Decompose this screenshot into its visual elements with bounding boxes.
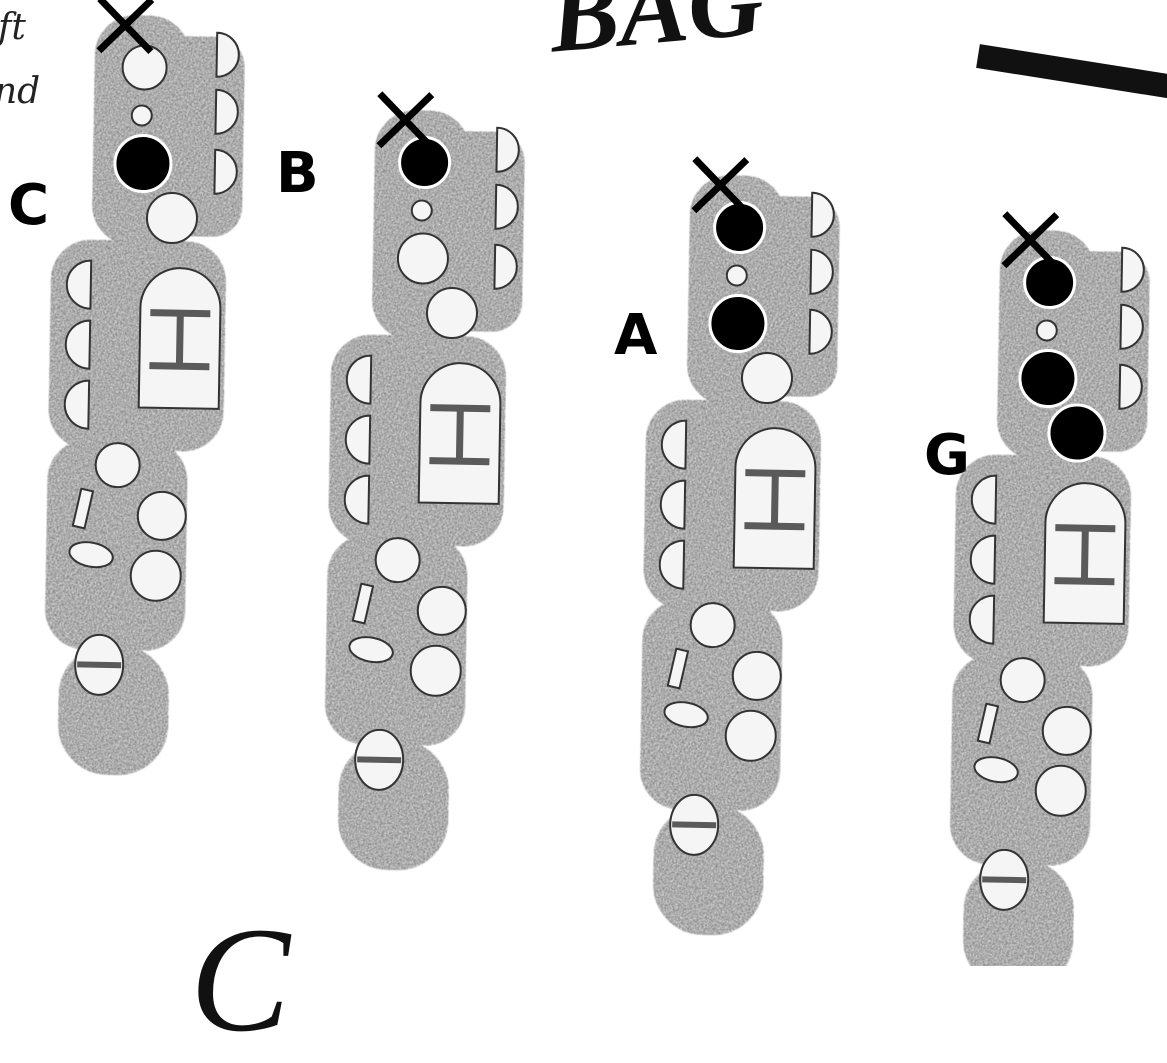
half-disk-key xyxy=(213,148,238,195)
arch-mullion xyxy=(1080,528,1089,579)
arch-mullion xyxy=(175,313,184,364)
ellipse-key xyxy=(973,756,1019,784)
half-disk-key xyxy=(1120,246,1145,293)
slot-key xyxy=(351,582,375,625)
note-label-b: B xyxy=(276,141,319,206)
note-label-a: A xyxy=(614,303,658,368)
half-disk-key xyxy=(1118,363,1143,410)
instrument-c xyxy=(45,0,245,776)
x-cross-icon xyxy=(376,91,435,150)
open-circle-icon xyxy=(130,104,153,127)
cross-stroke xyxy=(691,157,750,214)
x-cross-icon xyxy=(1001,211,1060,270)
lower-key xyxy=(94,442,141,489)
arch-mullion xyxy=(455,408,464,459)
lower-key xyxy=(1041,705,1092,756)
bottom-key-bar xyxy=(672,821,717,829)
cross-stroke xyxy=(1001,212,1060,269)
open-circle-icon xyxy=(1035,319,1058,342)
x-cross-icon xyxy=(691,156,750,215)
filled-circle-icon xyxy=(1047,403,1107,463)
arch-transom xyxy=(430,404,491,413)
lower-key xyxy=(1034,764,1087,817)
arch-sill xyxy=(744,522,805,531)
ellipse-key xyxy=(348,636,394,664)
instrument-g xyxy=(950,211,1150,966)
lower-key xyxy=(129,549,182,602)
half-disk-key xyxy=(808,308,833,355)
text-fragment-ft: ft xyxy=(0,7,26,48)
lower-key xyxy=(724,709,777,762)
lower-key xyxy=(409,644,462,697)
open-circle-icon xyxy=(725,264,748,287)
ellipse-key xyxy=(663,701,709,729)
arch-transom xyxy=(745,469,806,478)
left-half-key xyxy=(658,539,686,590)
arch-transom xyxy=(150,309,211,318)
open-circle-icon xyxy=(740,352,793,405)
open-circle-icon xyxy=(425,287,478,340)
lower-key xyxy=(689,602,736,649)
arch-sill xyxy=(149,362,210,371)
text-fragment-nd: nd xyxy=(0,71,41,112)
lower-key xyxy=(731,650,782,701)
note-label-c: C xyxy=(8,173,50,238)
ellipse-key xyxy=(68,541,114,569)
half-disk-key xyxy=(493,243,518,290)
bottom-key-bar xyxy=(982,876,1027,884)
open-circle-icon xyxy=(121,44,168,91)
fingering-diagram xyxy=(45,0,1150,966)
left-half-key xyxy=(969,534,997,585)
left-half-key xyxy=(660,419,688,470)
half-disk-key xyxy=(1119,303,1144,350)
arch-transom xyxy=(1055,524,1116,533)
left-half-key xyxy=(345,354,373,405)
slot-key xyxy=(666,647,690,690)
left-half-key xyxy=(344,414,372,465)
lower-key xyxy=(999,657,1046,704)
instrument-a xyxy=(640,156,840,936)
half-disk-key xyxy=(214,88,239,135)
left-half-key xyxy=(63,379,91,430)
half-disk-key xyxy=(810,191,835,238)
half-disk-key xyxy=(809,248,834,295)
cross-stroke xyxy=(96,0,155,54)
left-half-key xyxy=(64,319,92,370)
filled-circle-icon xyxy=(113,134,173,194)
half-disk-key xyxy=(215,31,240,78)
half-disk-key xyxy=(494,183,519,230)
left-half-key xyxy=(970,474,998,525)
open-circle-icon xyxy=(145,192,198,245)
bottom-key-bar xyxy=(77,661,122,669)
arch-sill xyxy=(1054,577,1115,586)
filled-circle-icon xyxy=(708,294,768,354)
lower-key xyxy=(136,490,187,541)
half-disk-key xyxy=(495,126,520,173)
cross-stroke xyxy=(376,92,435,149)
open-circle-icon xyxy=(396,232,449,285)
x-cross-icon xyxy=(96,0,155,55)
filled-circle-icon xyxy=(1018,349,1078,409)
open-circle-icon xyxy=(410,199,433,222)
bottom-key-bar xyxy=(357,756,402,764)
arch-sill xyxy=(429,457,490,466)
left-half-key xyxy=(968,594,996,645)
lower-key xyxy=(374,537,421,584)
instrument-b xyxy=(325,91,525,871)
left-half-key xyxy=(65,259,93,310)
arch-mullion xyxy=(770,473,779,524)
slot-key xyxy=(976,702,1000,745)
left-half-key xyxy=(659,479,687,530)
slot-key xyxy=(71,487,95,530)
left-half-key xyxy=(343,474,371,525)
lower-key xyxy=(416,585,467,636)
